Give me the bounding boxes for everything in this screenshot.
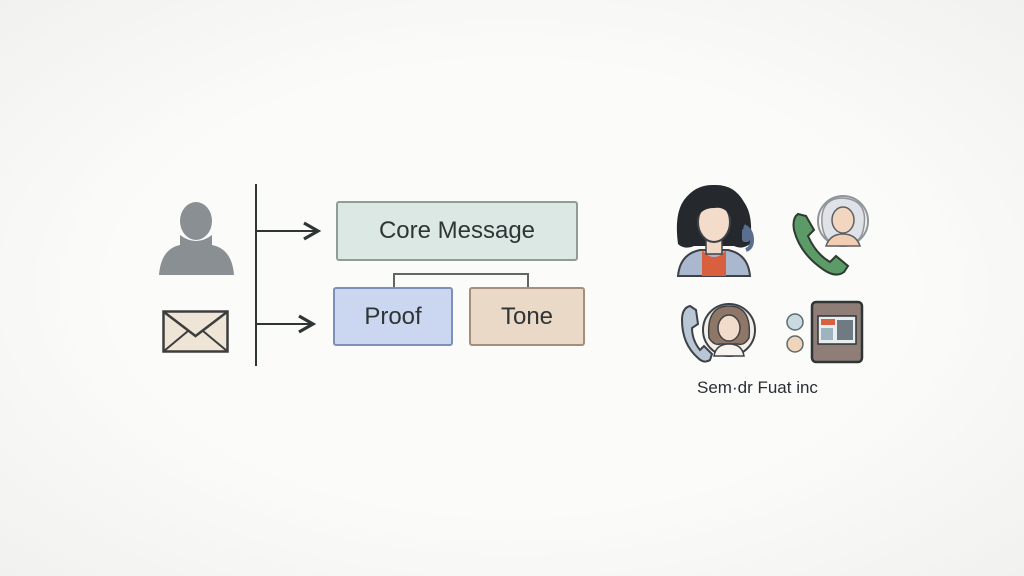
tone-box: Tone bbox=[469, 287, 585, 346]
person-silhouette-icon bbox=[159, 202, 234, 275]
caption-text: Sem·dr Fuat inc bbox=[697, 378, 818, 397]
woman-with-headset-icon bbox=[676, 184, 755, 277]
tone-label: Tone bbox=[500, 302, 554, 330]
bracket-core-to-children bbox=[393, 273, 529, 287]
core-message-label: Core Message bbox=[378, 217, 536, 244]
core-message-box: Core Message bbox=[336, 201, 578, 261]
proof-label: Proof bbox=[364, 302, 422, 330]
envelope-icon bbox=[162, 310, 229, 353]
phone-call-woman-icon bbox=[792, 195, 869, 276]
phone-call-person-icon bbox=[680, 303, 756, 363]
image-frame-icon bbox=[786, 300, 864, 364]
proof-box: Proof bbox=[333, 287, 453, 346]
